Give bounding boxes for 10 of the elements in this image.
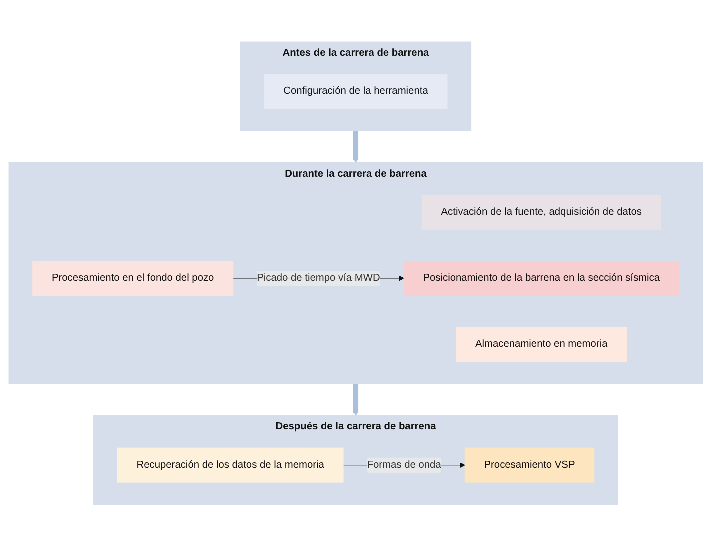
step-text: Procesamiento en el fondo del pozo bbox=[52, 271, 214, 286]
step-text: Activación de la fuente, adquisición de datos bbox=[441, 205, 642, 220]
stage-title: Después de la carrera de barrena bbox=[274, 420, 438, 434]
stage-title: Durante la carrera de barrena bbox=[284, 167, 428, 181]
step-text: Recuperación de los datos de la memoria bbox=[136, 458, 324, 472]
step-text: Configuración de la herramienta bbox=[284, 84, 428, 98]
step-text: Posicionamiento de la barrena en la sección sísmica bbox=[423, 271, 660, 286]
step-text: Procesamiento VSP bbox=[484, 458, 576, 472]
stage-title: Antes de la carrera de barrena bbox=[282, 46, 430, 60]
step-text: Almacenamiento en memoria bbox=[476, 337, 608, 352]
